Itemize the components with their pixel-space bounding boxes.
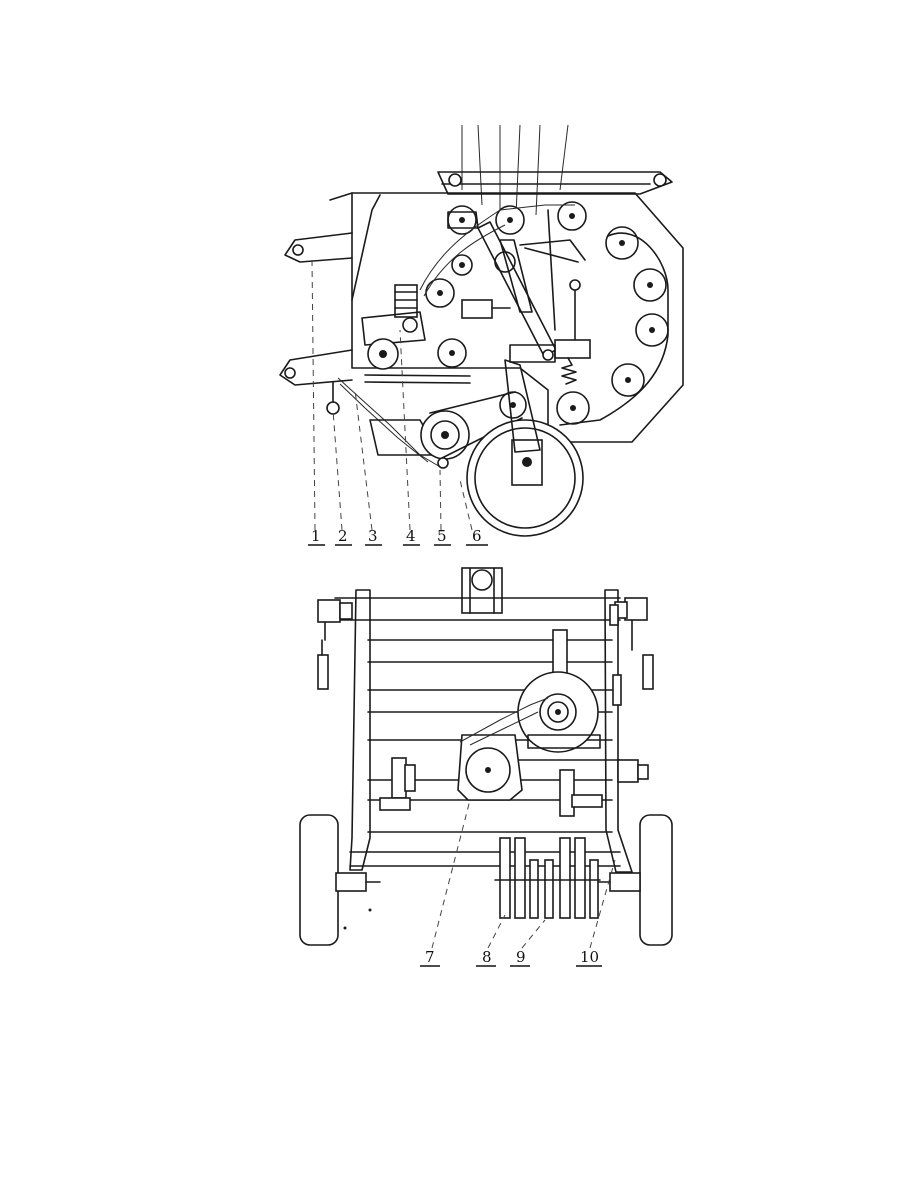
spring-unit (509, 339, 591, 385)
left-bearings (379, 757, 416, 811)
center-gearbox (457, 697, 549, 801)
feed-chute (461, 124, 569, 216)
bale-chamber (351, 192, 684, 443)
left-fittings (317, 599, 353, 690)
side-view-labels: 1 2 3 4 5 6 (308, 527, 488, 546)
front-frame (279, 232, 353, 386)
tension-arms (477, 209, 586, 357)
label-8: 8 (482, 948, 492, 966)
label-9: 9 (516, 948, 526, 966)
plan-view (299, 567, 673, 949)
pickup-tines (494, 837, 601, 919)
label-10: 10 (580, 948, 599, 966)
label-1: 1 (311, 527, 321, 545)
rollers (425, 201, 669, 425)
right-bearings (559, 759, 649, 817)
label-5: 5 (437, 527, 447, 545)
hitch (461, 567, 503, 614)
side-leaders (311, 259, 473, 531)
plan-wheels (299, 814, 673, 946)
sprocket-cluster (419, 204, 575, 297)
label-7: 7 (425, 948, 435, 966)
label-4: 4 (406, 527, 416, 545)
drive-unit (511, 629, 621, 761)
wheel (466, 359, 584, 537)
drive-chain (337, 377, 443, 469)
plan-view-labels: 7 8 9 10 (420, 948, 602, 967)
label-2: 2 (338, 527, 348, 545)
gearbox (361, 284, 511, 370)
top-linkage (437, 171, 673, 195)
belt (559, 232, 669, 426)
side-rails (349, 589, 633, 873)
label-6: 6 (472, 527, 482, 545)
side-view (279, 124, 684, 537)
main-pulley (369, 391, 523, 469)
right-fittings (609, 597, 654, 706)
label-3: 3 (368, 527, 378, 545)
plan-leaders (431, 799, 616, 949)
